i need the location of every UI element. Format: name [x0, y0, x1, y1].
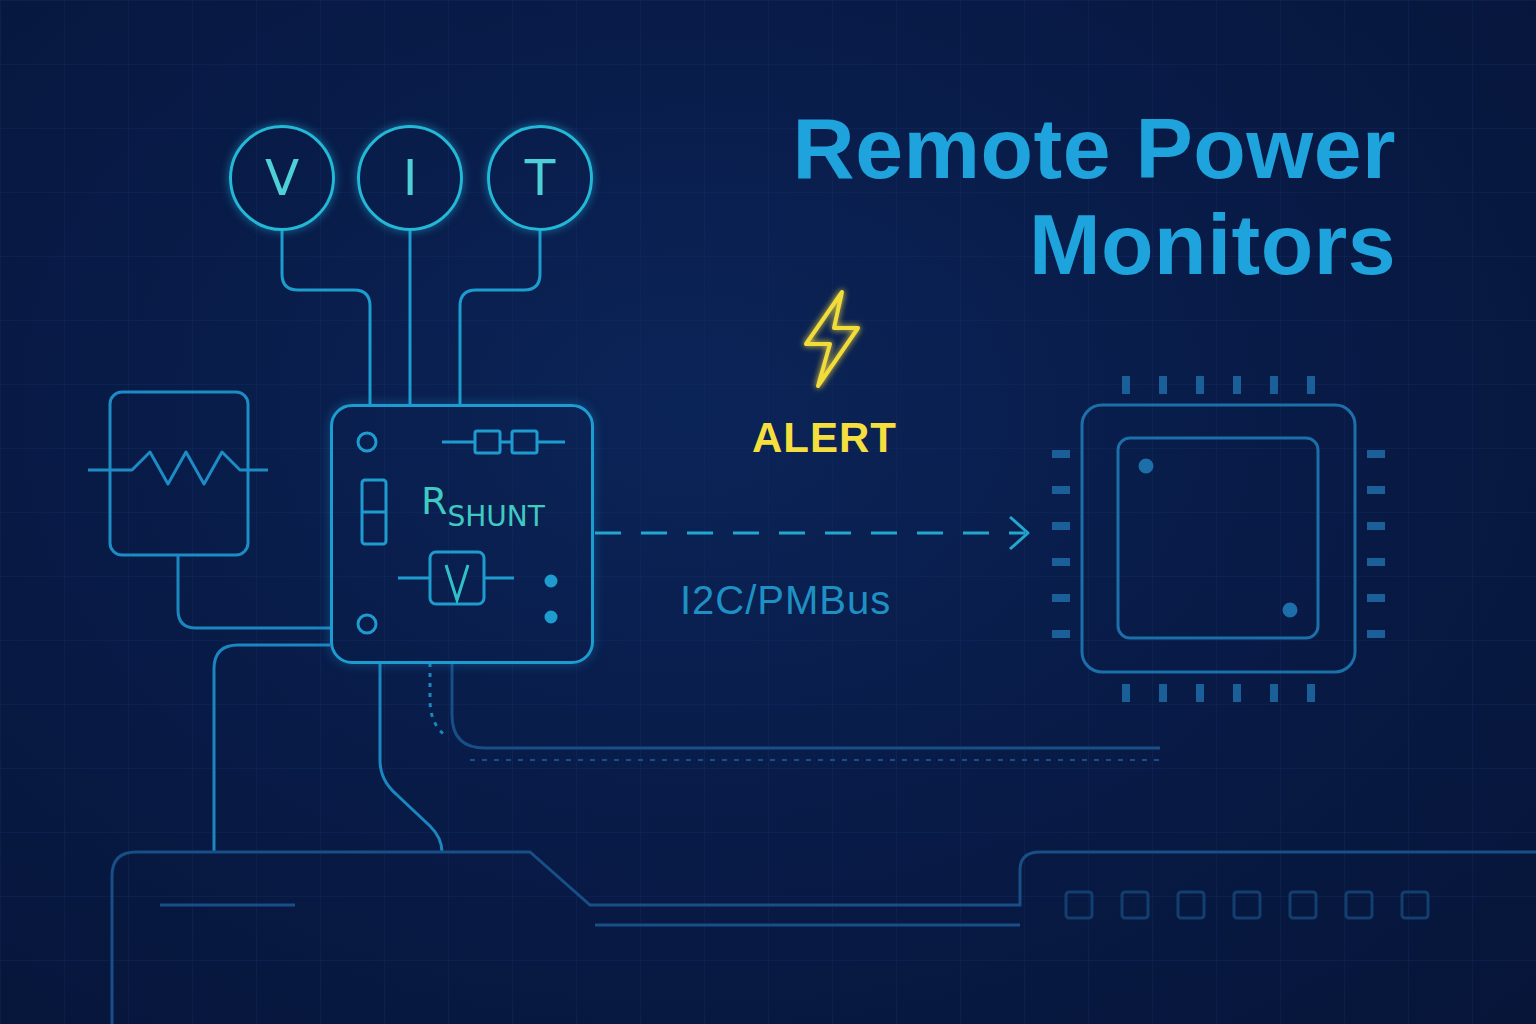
quantity-letter: I: [403, 149, 418, 207]
pin: [1367, 594, 1385, 602]
pin: [1052, 630, 1070, 638]
pin: [1233, 684, 1241, 702]
pin: [1159, 376, 1167, 394]
wires: [178, 555, 1160, 852]
shunt-label: RSHUNT: [421, 479, 545, 523]
pin: [1367, 558, 1385, 566]
slot: [1122, 892, 1148, 918]
voltage-circle: V: [229, 125, 335, 231]
pin: [1052, 522, 1070, 530]
alert-label: ALERT: [752, 414, 897, 462]
slot: [1066, 892, 1092, 918]
slot: [1402, 892, 1428, 918]
current-circle: I: [357, 125, 463, 231]
pin: [1307, 684, 1315, 702]
pin: [1367, 630, 1385, 638]
pin: [1367, 450, 1385, 458]
pin: [1159, 684, 1167, 702]
temperature-circle: T: [487, 125, 593, 231]
lightning-icon: [806, 292, 858, 386]
shunt-symbol: R: [421, 479, 447, 523]
monitor-module: RSHUNT: [330, 404, 594, 664]
module-details: [358, 431, 565, 633]
shunt-subscript: SHUNT: [447, 500, 544, 533]
quantity-letter: V: [265, 149, 299, 207]
bus-label: I2C/PMBus: [680, 578, 891, 623]
pin: [1052, 450, 1070, 458]
pin: [1367, 522, 1385, 530]
pin: [1196, 684, 1204, 702]
slot: [1346, 892, 1372, 918]
quantity-letter: T: [525, 149, 556, 207]
chip-pins: [1052, 376, 1385, 702]
pin: [1367, 486, 1385, 494]
pin: [1270, 684, 1278, 702]
pin: [1307, 376, 1315, 394]
slot: [1178, 892, 1204, 918]
waveform-box: [88, 392, 268, 555]
pin: [1122, 376, 1130, 394]
chip-symbol: [1082, 405, 1355, 672]
pin: [1052, 486, 1070, 494]
chassis-slots: [1066, 892, 1428, 918]
signal-wire: [282, 231, 370, 404]
slot: [1290, 892, 1316, 918]
signal-wire: [460, 231, 540, 404]
pin: [1052, 558, 1070, 566]
bus-arrow: [595, 517, 1028, 549]
pin: [1270, 376, 1278, 394]
pin: [1122, 684, 1130, 702]
title: Remote Power Monitors: [716, 100, 1396, 292]
pin: [1052, 594, 1070, 602]
slot: [1234, 892, 1260, 918]
pin: [1196, 376, 1204, 394]
signal-wire: [409, 231, 412, 404]
pin: [1233, 376, 1241, 394]
chassis: [112, 852, 1536, 1024]
